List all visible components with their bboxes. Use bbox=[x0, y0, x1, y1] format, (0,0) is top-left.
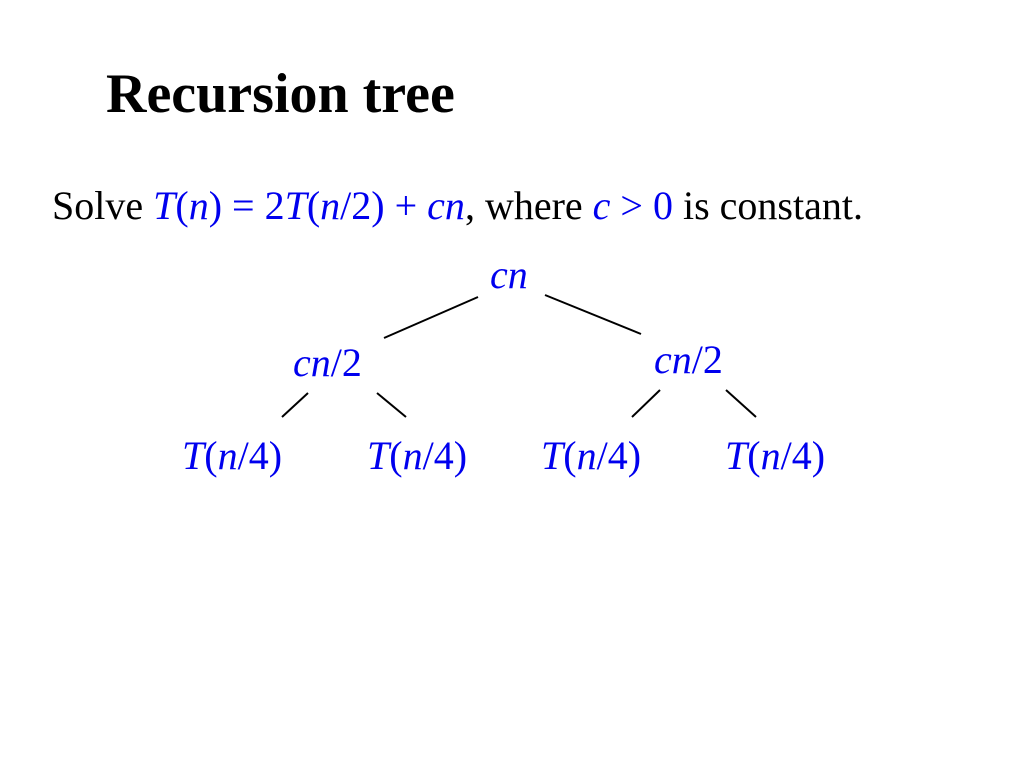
recurrence-T: T bbox=[153, 183, 176, 228]
recurrence-paren-open: ( bbox=[175, 183, 189, 228]
tree-leaf-1-var: n bbox=[217, 433, 238, 478]
problem-suffix: is constant. bbox=[672, 183, 863, 228]
tree-node-right: cn/2 bbox=[654, 340, 723, 380]
tree-node-right-den: /2 bbox=[691, 337, 723, 382]
constant-gt-zero: > 0 bbox=[610, 183, 673, 228]
tree-leaf-3-open: ( bbox=[563, 433, 577, 478]
problem-prefix: Solve bbox=[52, 183, 154, 228]
tree-leaf-4-rest: /4) bbox=[780, 433, 826, 478]
recurrence-equals-2: ) = 2 bbox=[208, 183, 285, 228]
recurrence-equation: T(n) = 2T(n/2) + cn bbox=[153, 183, 465, 228]
tree-leaf-1: T(n/4) bbox=[182, 436, 282, 476]
constant-c: c bbox=[592, 183, 611, 228]
tree-leaf-3-rest: /4) bbox=[596, 433, 642, 478]
tree-leaf-2-rest: /4) bbox=[422, 433, 468, 478]
tree-leaf-1-fn: T bbox=[182, 433, 205, 478]
tree-node-left: cn/2 bbox=[293, 343, 362, 383]
tree-edge-left-left bbox=[281, 392, 309, 418]
slide-title: Recursion tree bbox=[106, 63, 455, 125]
tree-node-right-var: cn bbox=[654, 337, 692, 382]
tree-leaf-4: T(n/4) bbox=[725, 436, 825, 476]
problem-statement: Solve T(n) = 2T(n/2) + cn, where c > 0 i… bbox=[52, 186, 863, 226]
tree-edge-right-right bbox=[725, 389, 757, 418]
tree-node-left-var: cn bbox=[293, 340, 331, 385]
recurrence-half-plus: /2) + bbox=[340, 183, 428, 228]
tree-leaf-1-open: ( bbox=[204, 433, 218, 478]
tree-leaf-3-fn: T bbox=[541, 433, 564, 478]
tree-node-root-var: cn bbox=[490, 252, 528, 297]
tree-node-root: cn bbox=[490, 255, 528, 295]
tree-edge-right-left bbox=[631, 389, 661, 418]
tree-node-left-den: /2 bbox=[330, 340, 362, 385]
tree-leaf-2-fn: T bbox=[367, 433, 390, 478]
tree-leaf-4-fn: T bbox=[725, 433, 748, 478]
recurrence-T2: T bbox=[284, 183, 307, 228]
tree-leaf-2: T(n/4) bbox=[367, 436, 467, 476]
tree-leaf-4-var: n bbox=[760, 433, 781, 478]
constant-condition: c > 0 bbox=[593, 183, 673, 228]
tree-leaf-2-open: ( bbox=[389, 433, 403, 478]
recurrence-paren-open2: ( bbox=[306, 183, 321, 228]
tree-leaf-1-rest: /4) bbox=[237, 433, 283, 478]
tree-leaf-2-var: n bbox=[402, 433, 423, 478]
tree-edge-root-left bbox=[383, 296, 479, 339]
recurrence-n: n bbox=[188, 183, 209, 228]
tree-leaf-4-open: ( bbox=[747, 433, 761, 478]
tree-leaf-3-var: n bbox=[576, 433, 597, 478]
tree-edge-left-right bbox=[376, 392, 407, 418]
recurrence-n2: n bbox=[320, 183, 341, 228]
problem-middle: , where bbox=[464, 183, 593, 228]
tree-leaf-3: T(n/4) bbox=[541, 436, 641, 476]
tree-edge-root-right bbox=[544, 294, 642, 335]
recurrence-cn: cn bbox=[427, 183, 465, 228]
